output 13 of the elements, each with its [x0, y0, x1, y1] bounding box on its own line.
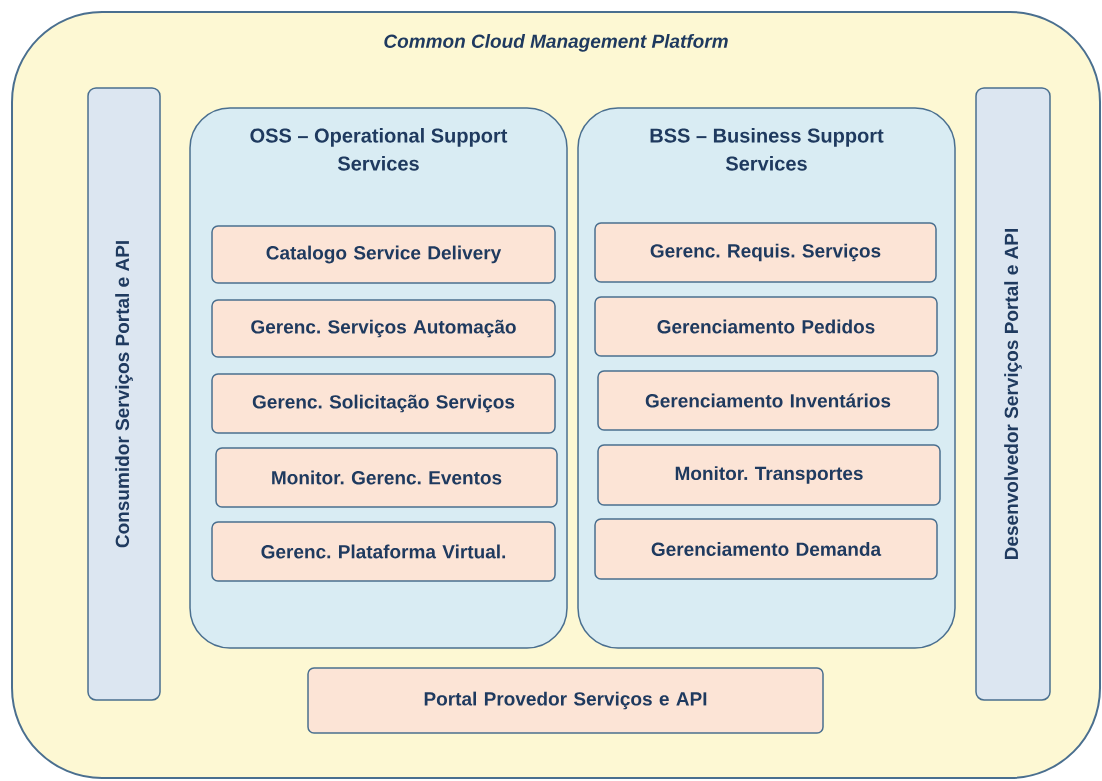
service-box: Gerenc. Serviços Automação [211, 299, 556, 358]
service-box: Gerenc. Solicitação Serviços [211, 373, 556, 434]
portal-bar: Desenvolvedor Serviços Portal e API [975, 87, 1051, 701]
service-box: Monitor. Transportes [597, 444, 941, 506]
portal-bar: Consumidor Serviços Portal e API [87, 87, 161, 701]
service-box: Gerenciamento Demanda [594, 518, 938, 580]
service-box: Gerenc. Requis. Serviços [594, 222, 937, 283]
service-box: Catalogo Service Delivery [211, 225, 556, 284]
service-box: Monitor. Gerenc. Eventos [215, 447, 558, 508]
service-box: Portal Provedor Serviços e API [307, 667, 824, 734]
service-box: Gerenciamento Inventários [597, 370, 939, 431]
service-box: Gerenciamento Pedidos [594, 296, 938, 357]
service-box: Gerenc. Plataforma Virtual. [211, 521, 556, 582]
